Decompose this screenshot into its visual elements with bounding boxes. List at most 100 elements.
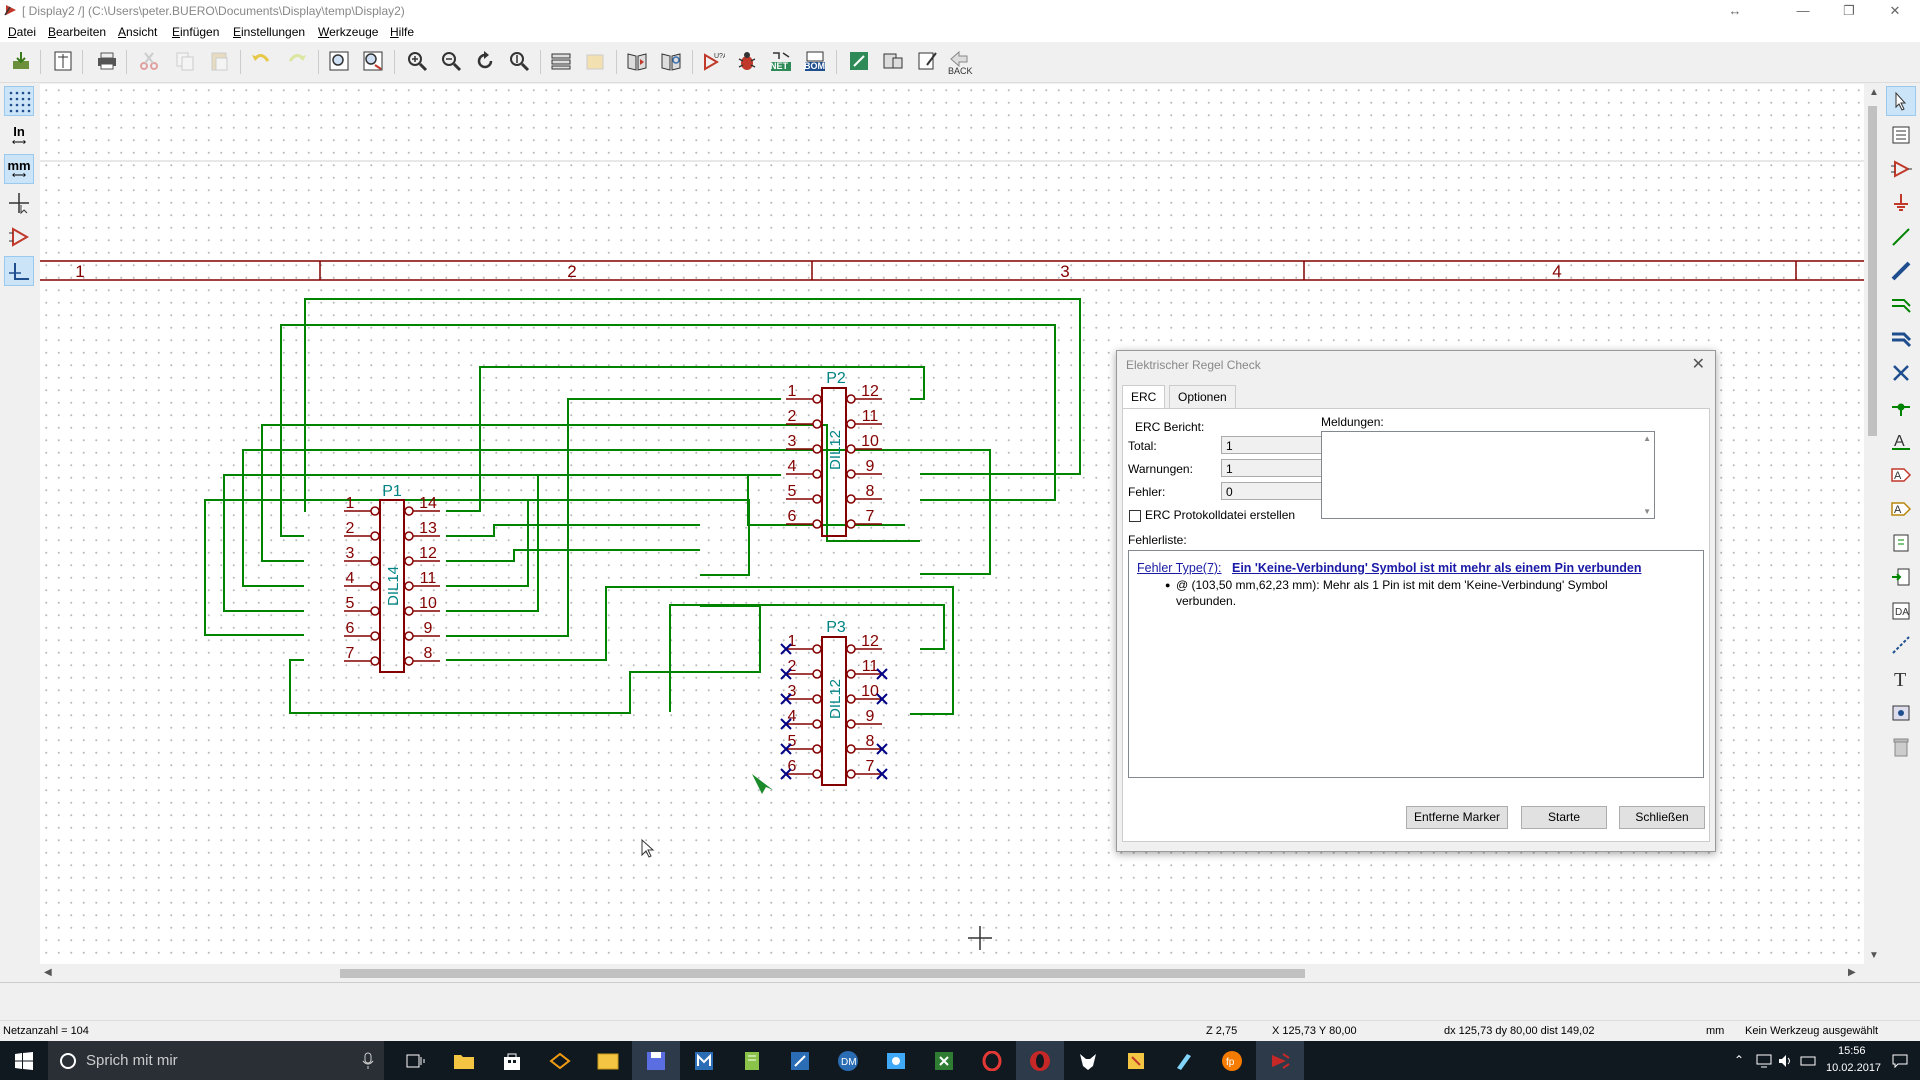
wire[interactable]	[223, 474, 905, 612]
wire[interactable]	[446, 366, 925, 512]
delete-button[interactable]	[1886, 732, 1916, 762]
bom-button[interactable]: BOM	[802, 48, 828, 74]
scroll-right-arrow-icon[interactable]: ▶	[1848, 967, 1856, 978]
undo-button[interactable]	[248, 48, 274, 74]
copy-button[interactable]	[172, 48, 198, 74]
annotate-button[interactable]: U?A	[700, 48, 726, 74]
messages-scroll-up-icon[interactable]: ▲	[1643, 434, 1651, 443]
taskbar-app-fp[interactable]: fp	[1208, 1041, 1256, 1080]
wire[interactable]	[242, 449, 991, 587]
library-browser-button[interactable]	[658, 48, 684, 74]
scroll-left-arrow-icon[interactable]: ◀	[44, 967, 52, 978]
no-connect-flag[interactable]	[876, 668, 888, 680]
taskbar-app-archive[interactable]	[1112, 1041, 1160, 1080]
paste-button[interactable]	[206, 48, 232, 74]
cut-button[interactable]	[136, 48, 162, 74]
taskbar-outlook[interactable]	[536, 1041, 584, 1080]
no-connect-flag[interactable]	[780, 668, 792, 680]
erc-button[interactable]	[734, 48, 760, 74]
error-type-link[interactable]: Fehler Type(7):	[1137, 561, 1222, 575]
taskbar-search[interactable]: Sprich mit mir	[48, 1041, 384, 1080]
no-connect-flag[interactable]	[780, 643, 792, 655]
backannotate-button[interactable]	[914, 48, 940, 74]
menu-einfuegen[interactable]: Einfügen	[172, 25, 220, 39]
network-icon[interactable]	[1756, 1054, 1772, 1068]
no-connect-flag[interactable]	[876, 743, 888, 755]
erc-error-marker[interactable]	[752, 774, 773, 794]
back-button[interactable]: BACK	[946, 48, 973, 76]
bus-to-bus-button[interactable]	[1886, 324, 1916, 354]
add-power-button[interactable]	[1886, 188, 1916, 218]
wire[interactable]	[289, 605, 761, 714]
find-button[interactable]	[326, 48, 352, 74]
wire[interactable]	[446, 586, 954, 715]
taskbar-app-m[interactable]	[680, 1041, 728, 1080]
wire[interactable]	[304, 298, 1081, 512]
no-connect-button[interactable]	[1886, 358, 1916, 388]
minimize-button[interactable]: —	[1796, 3, 1810, 18]
taskbar-store[interactable]	[488, 1041, 536, 1080]
taskbar-save-app[interactable]	[632, 1041, 680, 1080]
grid-toggle-button[interactable]	[4, 86, 34, 116]
vertical-scroll-thumb[interactable]	[1868, 106, 1877, 436]
tab-optionen[interactable]: Optionen	[1169, 385, 1236, 408]
taskbar-app-excel[interactable]	[920, 1041, 968, 1080]
redo-button[interactable]	[284, 48, 310, 74]
no-connect-flag[interactable]	[780, 718, 792, 730]
menu-werkzeuge[interactable]: Werkzeuge	[318, 25, 379, 39]
wire[interactable]	[446, 499, 750, 587]
dialog-close-icon[interactable]: ✕	[1691, 356, 1705, 373]
cursor-shape-button[interactable]	[4, 188, 34, 218]
add-wire-button[interactable]	[1886, 222, 1916, 252]
taskbar-opera[interactable]	[968, 1041, 1016, 1080]
component-p2[interactable]: P2 DIL12	[821, 370, 847, 537]
remove-markers-button[interactable]: Entferne Marker	[1406, 806, 1508, 829]
keyboard-icon[interactable]	[1800, 1054, 1816, 1068]
zoom-fit-button[interactable]	[506, 48, 532, 74]
add-sheet-button[interactable]	[1886, 528, 1916, 558]
leave-sheet-button[interactable]	[582, 48, 608, 74]
orthogonal-lines-button[interactable]	[4, 256, 34, 286]
taskbar-opera-active[interactable]	[1016, 1041, 1064, 1080]
add-image-button[interactable]	[1886, 698, 1916, 728]
add-component-button[interactable]	[1886, 154, 1916, 184]
horizontal-scrollbar[interactable]: ◀ ▶	[40, 964, 1864, 982]
no-connect-flag[interactable]	[780, 693, 792, 705]
taskbar-app-fox[interactable]	[1064, 1041, 1112, 1080]
protocol-checkbox[interactable]	[1129, 510, 1141, 522]
horizontal-scroll-thumb[interactable]	[340, 969, 1305, 978]
taskbar-app-dm[interactable]: DM	[824, 1041, 872, 1080]
taskbar-kicad-eeschema[interactable]	[1256, 1041, 1304, 1080]
mm-units-button[interactable]: mm⟷	[4, 154, 34, 184]
no-connect-flag[interactable]	[780, 743, 792, 755]
wire[interactable]	[446, 474, 781, 612]
wire[interactable]	[446, 398, 781, 637]
taskbar-folder-app[interactable]	[584, 1041, 632, 1080]
no-connect-flag[interactable]	[876, 768, 888, 780]
scroll-down-arrow-icon[interactable]: ▼	[1869, 950, 1879, 961]
close-window-button[interactable]: ✕	[1889, 3, 1901, 18]
no-connect-flag[interactable]	[876, 693, 888, 705]
component-p1[interactable]: P1 DIL14	[379, 483, 405, 673]
select-tool-button[interactable]	[1886, 86, 1916, 116]
wire[interactable]	[280, 324, 1056, 537]
wire[interactable]	[446, 549, 700, 562]
tray-up-arrow-icon[interactable]: ⌃	[1734, 1053, 1745, 1067]
add-text-button[interactable]: T	[1886, 664, 1916, 694]
add-sheet-pin-button[interactable]: DA	[1886, 596, 1916, 626]
add-label-button[interactable]: A	[1886, 426, 1916, 456]
taskbar-app-notebook[interactable]	[728, 1041, 776, 1080]
wire[interactable]	[261, 424, 920, 562]
add-global-label-button[interactable]: A	[1886, 460, 1916, 490]
vertical-scrollbar[interactable]: ▲ ▼	[1864, 84, 1882, 966]
hidden-pins-button[interactable]	[4, 222, 34, 252]
page-settings-button[interactable]	[50, 48, 76, 74]
wire[interactable]	[446, 524, 700, 537]
zoom-in-button[interactable]	[404, 48, 430, 74]
print-button[interactable]	[94, 48, 120, 74]
no-connect-flag[interactable]	[780, 768, 792, 780]
messages-box[interactable]: ▲ ▼	[1321, 431, 1655, 519]
restore-button[interactable]: ❐	[1843, 3, 1855, 18]
redraw-button[interactable]	[472, 48, 498, 74]
add-graphic-line-button[interactable]	[1886, 630, 1916, 660]
